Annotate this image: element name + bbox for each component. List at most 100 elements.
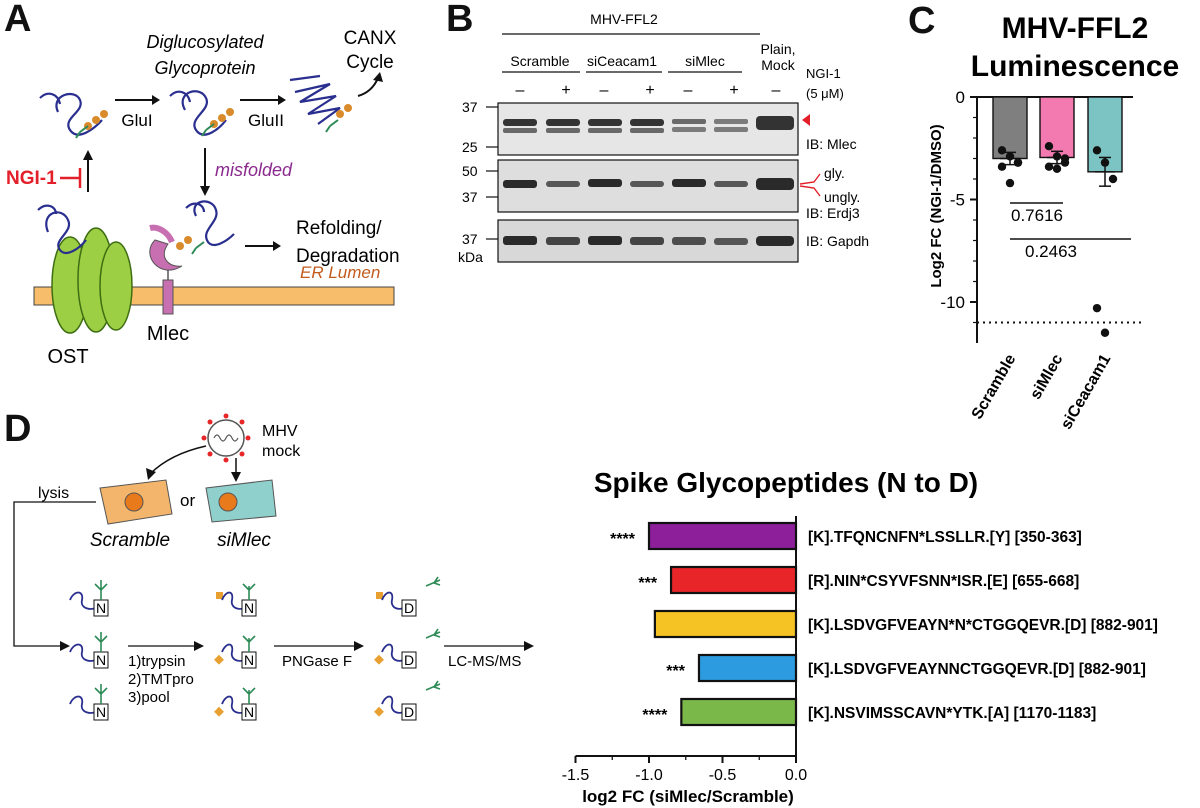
- degradation-text: Degradation: [296, 246, 400, 267]
- chart-c-data-point: [1052, 164, 1062, 173]
- mw-37-mid: 37: [462, 189, 478, 205]
- ungly-label: ungly.: [824, 189, 860, 205]
- d-box-2: D: [404, 652, 414, 668]
- simlec-cell-icon: [205, 479, 277, 523]
- glycoprotein-text: Glycoprotein: [154, 58, 255, 78]
- chart-c-category-label: siCeacam1: [1058, 351, 1115, 432]
- chart-d-category-label: [K].TFQNCNFN*LSSLLR.[Y] [350-363]: [808, 529, 1082, 546]
- chart-c-data-point: [1092, 146, 1102, 155]
- folded-protein-icon: [289, 74, 341, 125]
- group-simlec: siMlec: [685, 53, 725, 69]
- gly-label: gly.: [824, 165, 845, 181]
- chart-c-bar: [1039, 96, 1075, 159]
- chart-c-data-point: [1044, 142, 1054, 151]
- panel-letter-b: B: [446, 0, 474, 40]
- panel-d-workflow: MHV mock or lysis Scramble siMlec N N N …: [13, 413, 534, 721]
- chart-c-data-point: [1060, 154, 1070, 163]
- ngi-label: NGI-1: [806, 66, 841, 81]
- step-pool: 3)pool: [128, 689, 170, 706]
- n-box-4: N: [244, 600, 254, 616]
- ost-text: OST: [47, 346, 88, 368]
- ib-gapdh-label: IB: Gapdh: [806, 233, 869, 249]
- chart-d-bar: [647, 521, 798, 551]
- chart-c-data-point: [1092, 303, 1102, 313]
- chart-d-significance-label: ***: [666, 663, 685, 680]
- mhv-text: MHV: [262, 423, 298, 440]
- peptide-column-2: N N N: [214, 583, 257, 721]
- chart-c-data-point: [1100, 158, 1110, 167]
- lysis-text: lysis: [38, 485, 69, 502]
- plain-text: Plain,: [760, 41, 795, 57]
- chart-c-ytick-label: 0: [956, 88, 965, 107]
- chart-c-title-1: MHV-FFL2: [1002, 12, 1149, 45]
- chart-d-xtick-label: -1.5: [562, 767, 590, 784]
- or-text: or: [180, 491, 195, 510]
- sign-3: –: [600, 82, 609, 99]
- chart-c-data-point: [1108, 174, 1118, 184]
- sign-7: –: [772, 82, 781, 99]
- chart-d-significance-label: ***: [638, 575, 657, 592]
- sign-4: +: [645, 82, 654, 99]
- glycoprotein-2-icon: [169, 90, 227, 136]
- pvalue-2: 0.2463: [1025, 242, 1077, 261]
- mock-text: Mock: [761, 57, 795, 73]
- lcms-text: LC-MS/MS: [448, 653, 521, 670]
- chart-d-significance-label: ****: [610, 531, 636, 548]
- d-box-1: D: [404, 600, 414, 616]
- chart-d-category-label: [K].NSVIMSSCAVN*YTK.[A] [1170-1183]: [808, 705, 1096, 722]
- chart-d-category-label: [R].NIN*CSYVFSNN*ISR.[E] [655-668]: [808, 573, 1079, 590]
- chart-d-category-label: [K].LSDVGFVEAYNNCTGGQEVR.[D] [882-901]: [808, 661, 1146, 678]
- mw-50: 50: [462, 163, 478, 179]
- panel-a-diagram: Diglucosylated Glycoprotein CANX Cycle G…: [6, 28, 400, 368]
- panel-b-western-blot: MHV-FFL2 Scramble siCeacam1 siMlec Plain…: [458, 11, 869, 265]
- mock-text-d: mock: [262, 443, 301, 460]
- scramble-label-d: Scramble: [90, 530, 170, 551]
- n-box-6: N: [244, 704, 254, 720]
- chart-d-glycopeptides: Spike Glycopeptides (N to D) -1.5-1.0-0.…: [562, 467, 1158, 806]
- sign-1: –: [516, 82, 525, 99]
- chart-c-ytick-label: -5: [950, 191, 965, 210]
- pngase-text: PNGase F: [282, 653, 352, 670]
- n-box-3: N: [96, 704, 106, 720]
- ngi-conc: (5 μM): [806, 86, 844, 101]
- chart-c-data-point: [1044, 162, 1054, 171]
- gluii-text: GluII: [248, 111, 284, 130]
- mlec-icon: [149, 224, 183, 315]
- chart-d-xlabel: log2 FC (siMlec/Scramble): [582, 787, 794, 806]
- ost-complex-icon: [51, 227, 133, 334]
- glycoprotein-1-icon: [39, 92, 103, 136]
- ib-erdj3-label: IB: Erdj3: [806, 205, 860, 221]
- peptide-column-1: N N N: [69, 580, 109, 721]
- chart-d-title: Spike Glycopeptides (N to D): [594, 467, 978, 498]
- n-box-1: N: [96, 600, 106, 616]
- canx-text: CANX: [344, 28, 397, 49]
- step-trypsin: 1)trypsin: [128, 653, 186, 670]
- chart-d-bar: [653, 609, 798, 639]
- ib-mlec-label: IB: Mlec: [806, 136, 857, 152]
- chart-d-category-label: [K].LSDVGFVEAYN*N*CTGGQEVR.[D] [882-901]: [808, 617, 1158, 634]
- mw-37-top: 37: [462, 99, 478, 115]
- chart-d-xtick-label: -0.5: [709, 767, 737, 784]
- chart-c-data-point: [1005, 152, 1015, 161]
- n-box-5: N: [244, 652, 254, 668]
- d-box-3: D: [404, 704, 414, 720]
- panel-letter-a: A: [4, 0, 32, 40]
- chart-c-luminescence: MHV-FFL2 Luminescence Log2 FC (NGI-1/DMS…: [928, 12, 1179, 432]
- simlec-label-d: siMlec: [217, 530, 271, 551]
- refolding-text: Refolding/: [296, 218, 382, 239]
- group-scramble: Scramble: [510, 53, 569, 69]
- chart-c-data-point: [1013, 158, 1023, 167]
- sign-2: +: [561, 82, 570, 99]
- chart-c-data-point: [1100, 328, 1110, 337]
- kda-label: kDa: [458, 249, 483, 265]
- group-siceacam1: siCeacam1: [587, 53, 657, 69]
- misfolded-text: misfolded: [215, 160, 293, 180]
- chart-c-ylabel: Log2 FC (NGI-1/DMSO): [928, 124, 945, 287]
- mw-25: 25: [462, 139, 478, 155]
- glui-text: GluI: [121, 111, 152, 130]
- diglucosylated-text: Diglucosylated: [146, 32, 264, 52]
- chart-c-title-2: Luminescence: [971, 50, 1179, 83]
- chart-c-category-label: Scramble: [969, 351, 1020, 422]
- panel-letter-d: D: [4, 408, 32, 450]
- chart-d-bar: [680, 697, 798, 727]
